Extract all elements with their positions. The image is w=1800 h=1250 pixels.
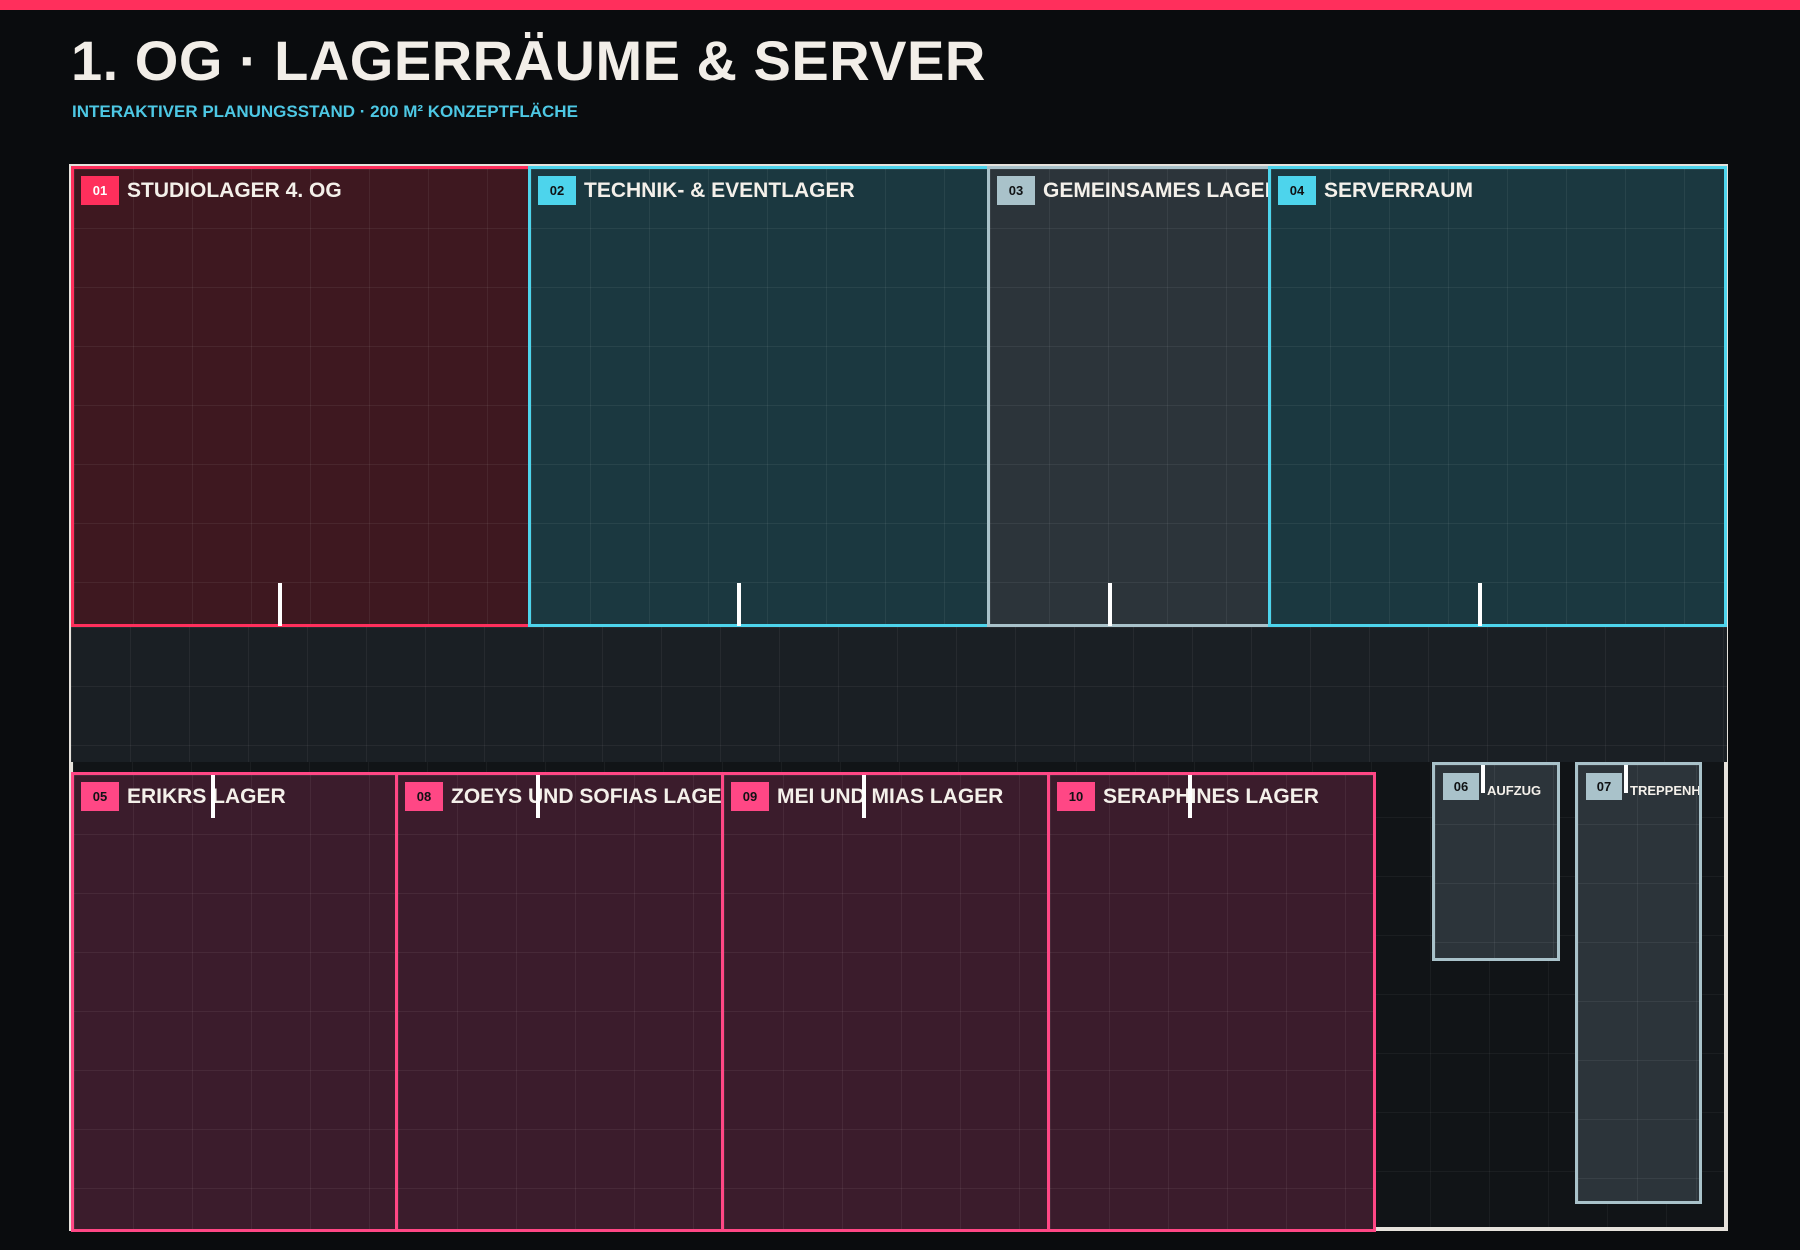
room-gemeinsames-lager[interactable]: 03 GEMEINSAMES LAGER: [987, 166, 1280, 627]
room-label: SERVERRAUM: [1324, 179, 1473, 202]
room-number-badge: 07: [1586, 773, 1622, 800]
room-label: SERAPHINES LAGER: [1103, 785, 1319, 808]
room-number-badge: 02: [538, 176, 576, 205]
room-erikrs-lager[interactable]: 05 ERIKRS LAGER: [71, 772, 398, 1232]
door-marker: [737, 583, 741, 626]
room-number-badge: 06: [1443, 773, 1479, 800]
room-label: TECHNIK- & EVENTLAGER: [584, 179, 855, 202]
room-seraphines-lager[interactable]: 10 SERAPHINES LAGER: [1047, 772, 1376, 1232]
door-marker: [278, 583, 282, 626]
room-number-badge: 01: [81, 176, 119, 205]
room-number-badge: 08: [405, 782, 443, 811]
room-label: TREPPENHAUS: [1630, 783, 1701, 798]
door-marker: [1108, 583, 1112, 626]
room-label: GEMEINSAMES LAGER: [1043, 179, 1280, 202]
room-mei-und-mias-lager[interactable]: 09 MEI UND MIAS LAGER: [721, 772, 1050, 1232]
corridor: [71, 627, 1727, 762]
room-treppenhaus[interactable]: 07 TREPPENHAUS: [1575, 762, 1702, 1204]
room-label: MEI UND MIAS LAGER: [777, 785, 1004, 808]
room-number-badge: 09: [731, 782, 769, 811]
door-marker: [536, 775, 540, 818]
room-number-badge: 04: [1278, 176, 1316, 205]
door-marker: [1478, 583, 1482, 626]
door-marker: [862, 775, 866, 818]
room-number-badge: 03: [997, 176, 1035, 205]
room-label: ZOEYS UND SOFIAS LAGER: [451, 785, 737, 808]
room-number-badge: 10: [1057, 782, 1095, 811]
door-marker: [1624, 765, 1628, 793]
room-aufzug[interactable]: 06 AUFZUG: [1432, 762, 1560, 961]
room-zoeys-und-sofias-lager[interactable]: 08 ZOEYS UND SOFIAS LAGER: [395, 772, 737, 1232]
room-technik-eventlager[interactable]: 02 TECHNIK- & EVENTLAGER: [528, 166, 990, 627]
door-marker: [211, 775, 215, 818]
room-serverraum[interactable]: 04 SERVERRAUM: [1268, 166, 1727, 627]
door-marker: [1188, 775, 1192, 818]
page-subtitle: INTERAKTIVER PLANUNGSSTAND · 200 M² KONZ…: [72, 102, 578, 121]
room-label: STUDIOLAGER 4. OG: [127, 179, 342, 202]
door-marker: [1481, 765, 1485, 793]
room-studiolager[interactable]: 01 STUDIOLAGER 4. OG: [71, 166, 531, 627]
page-title: 1. OG · LAGERRÄUME & SERVER: [71, 29, 986, 92]
accent-bar: [0, 0, 1800, 10]
room-number-badge: 05: [81, 782, 119, 811]
room-label: ERIKRS LAGER: [127, 785, 286, 808]
room-label: AUFZUG: [1487, 783, 1542, 798]
